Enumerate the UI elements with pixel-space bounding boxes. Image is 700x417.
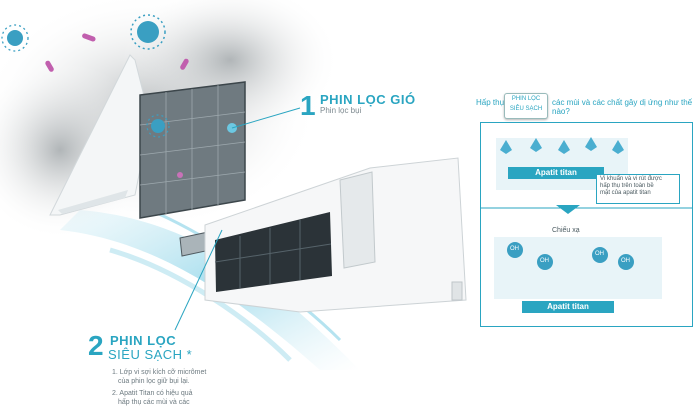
note-line-2: của phin lọc giữ bụi lại. — [118, 378, 190, 385]
callout-1-subtitle: Phin lọc bụi — [320, 106, 362, 115]
callout-2: 2 — [88, 330, 104, 362]
panel-header-left: Hấp thụ — [476, 98, 505, 107]
callout-1: 1 — [300, 90, 316, 122]
badge-line-1: PHIN LỌC — [511, 96, 541, 102]
description-box — [596, 174, 680, 204]
oh-label-2: OH — [540, 258, 549, 264]
description-line-2: hấp thụ trên toàn bề — [600, 183, 654, 189]
callout-1-number: 1 — [300, 90, 316, 121]
air-filter-mesh — [139, 81, 246, 219]
note-line-3: 2. Apatit Titan có hiệu quả — [112, 390, 193, 397]
badge-line-2: SIÊU SẠCH — [509, 106, 543, 112]
callout-2-title-line1: PHIN LỌC — [110, 333, 177, 348]
note-line-1: 1. Lớp vi sợi kích cỡ micrômet — [112, 369, 207, 376]
process-panel — [480, 122, 693, 327]
air-conditioner-unit — [204, 157, 467, 313]
bottom-titan-label: Apatit titan — [522, 301, 614, 313]
oh-label-4: OH — [621, 258, 630, 264]
callout-2-line — [174, 229, 223, 331]
oh-label-1: OH — [510, 246, 519, 252]
description-line-1: Vi khuẩn và vi rút được — [600, 176, 662, 182]
callout-1-line — [231, 107, 301, 129]
callout-2-title-line2: SIÊU SẠCH * — [108, 347, 193, 362]
irradiate-label: Chiếu xạ — [552, 227, 580, 234]
note-line-4: hấp thụ các mùi và các — [118, 399, 190, 406]
top-titan-label: Apatit titan — [508, 167, 604, 179]
virus-particles — [1, 14, 189, 138]
callout-2-number: 2 — [88, 330, 104, 361]
oh-label-3: OH — [595, 251, 604, 257]
panel-header-right: các mùi và các chất gây dị ứng như thế n… — [552, 98, 693, 116]
super-clean-badge: PHIN LỌC SIÊU SẠCH — [504, 93, 548, 119]
callout-1-title: PHIN LỌC GIÓ — [320, 92, 416, 107]
description-line-3: mặt của apatit titan — [600, 190, 651, 196]
